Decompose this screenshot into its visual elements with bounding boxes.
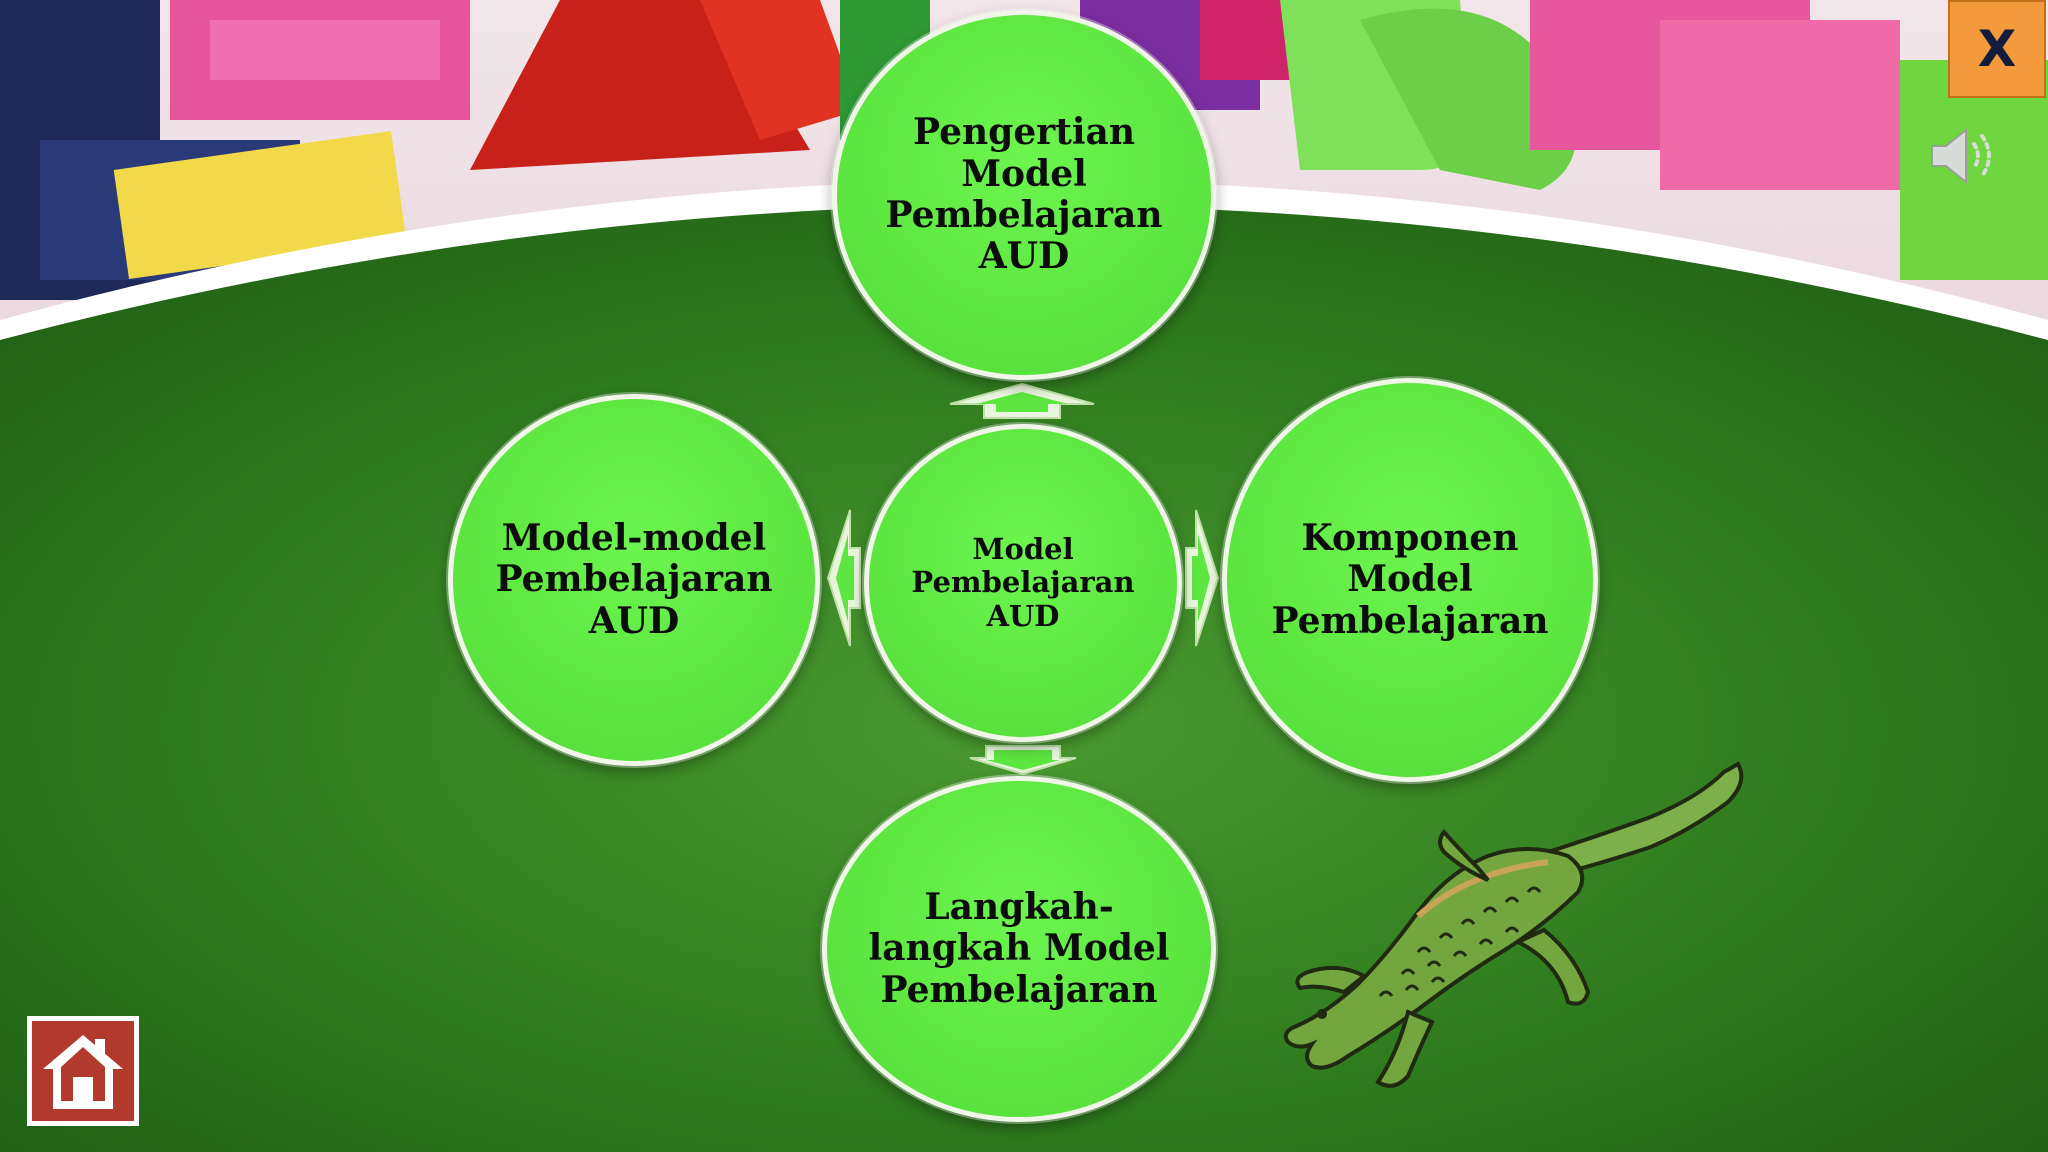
home-icon [43,1035,123,1109]
speaker-icon[interactable] [1928,124,2000,188]
home-button-face [32,1021,134,1121]
circle-left-model-model[interactable]: Model-model Pembelajaran AUD [448,394,820,766]
circle-bottom-label: Langkah-langkah Model Pembelajaran [868,885,1170,1011]
home-button[interactable] [27,1016,139,1126]
close-icon: X [1977,20,2017,78]
arrow-right [1185,509,1220,647]
close-button[interactable]: X [1948,0,2046,98]
crocodile-illustration [1283,761,1744,1088]
circle-top-pengertian[interactable]: Pengertian Model Pembelajaran AUD [832,10,1216,380]
arrow-down [969,745,1077,776]
arrow-left [826,509,861,647]
circle-top-label: Pengertian Model Pembelajaran AUD [885,111,1163,278]
circle-left-label: Model-model Pembelajaran AUD [495,516,773,642]
arrow-up [949,382,1095,419]
circle-center-label: Model Pembelajaran AUD [911,531,1135,633]
circle-center-model[interactable]: Model Pembelajaran AUD [864,424,1182,742]
circle-right-komponen[interactable]: Komponen Model Pembelajaran [1222,378,1598,782]
circle-right-label: Komponen Model Pembelajaran [1271,516,1549,642]
circle-bottom-langkah[interactable]: Langkah-langkah Model Pembelajaran [822,776,1216,1122]
